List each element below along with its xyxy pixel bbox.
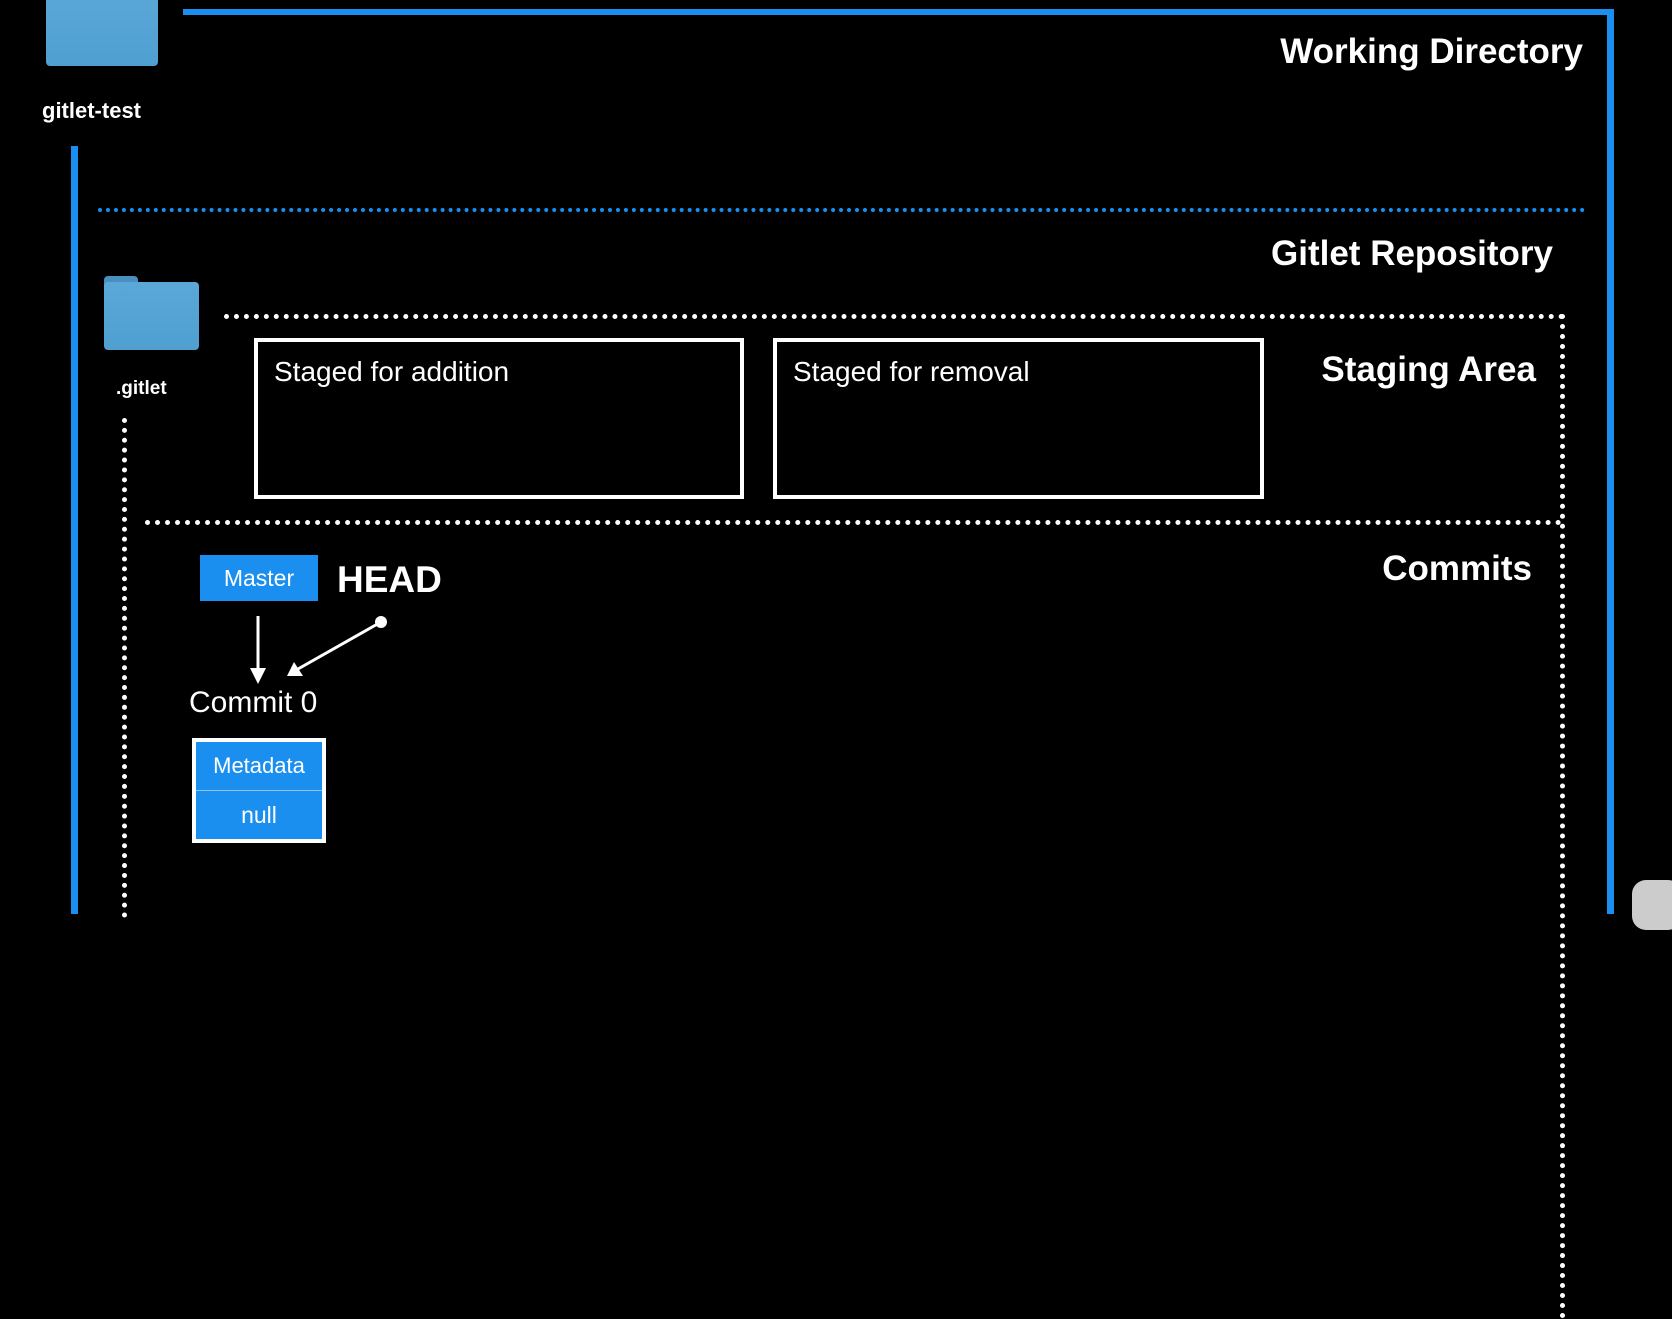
commits-title: Commits bbox=[1382, 549, 1532, 588]
master-branch-badge: Master bbox=[200, 555, 318, 601]
staged-for-addition-label: Staged for addition bbox=[274, 356, 510, 387]
commit-metadata-cell: Metadata bbox=[196, 742, 322, 791]
pointer-arrows bbox=[250, 616, 387, 684]
staged-for-removal-box: Staged for removal bbox=[773, 338, 1264, 499]
master-branch-label: Master bbox=[223, 564, 295, 591]
staging-area-title: Staging Area bbox=[1321, 350, 1536, 389]
working-directory-right-border bbox=[1607, 9, 1614, 914]
commit-0-label: Commit 0 bbox=[189, 686, 318, 719]
gitlet-left-border bbox=[122, 418, 127, 918]
master-arrow bbox=[250, 616, 266, 684]
working-directory-title: Working Directory bbox=[1280, 32, 1583, 71]
repository-divider bbox=[98, 208, 1586, 212]
head-label: HEAD bbox=[337, 559, 442, 600]
staged-for-addition-box: Staged for addition bbox=[254, 338, 744, 499]
staged-for-removal-label: Staged for removal bbox=[793, 356, 1030, 387]
commit-parent-cell: null bbox=[241, 802, 277, 828]
repository-title: Gitlet Repository bbox=[1271, 234, 1553, 273]
working-directory-left-border bbox=[71, 146, 78, 914]
gitlet-folder-icon bbox=[104, 282, 199, 350]
staging-area-border bbox=[224, 314, 1565, 1319]
video-overlay-icon bbox=[1632, 880, 1672, 930]
head-arrow bbox=[287, 616, 387, 676]
working-directory-folder-icon bbox=[46, 0, 158, 66]
working-directory-top-border bbox=[183, 9, 1614, 15]
commit-0-box: Metadata null bbox=[192, 738, 326, 843]
working-directory-folder-label: gitlet-test bbox=[42, 98, 141, 123]
commits-divider bbox=[145, 520, 1562, 525]
gitlet-folder-label: .gitlet bbox=[116, 378, 167, 399]
